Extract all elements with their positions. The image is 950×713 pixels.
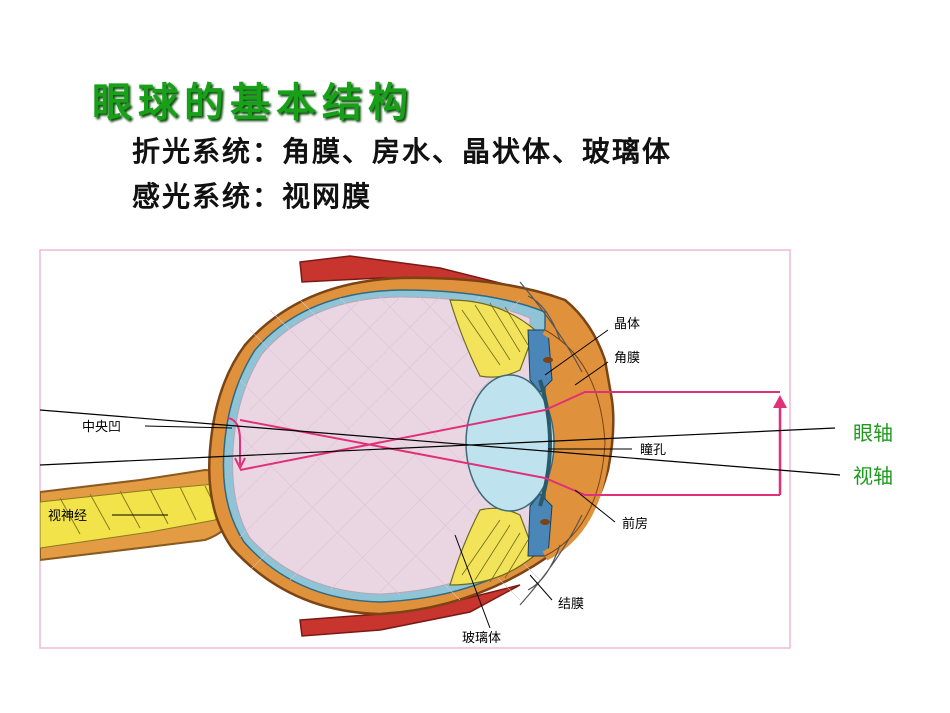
page-title: 眼球的基本结构 xyxy=(92,79,414,126)
refractive-system-text: 折光系统：角膜、房水、晶状体、玻璃体 xyxy=(132,135,673,168)
fovea-label: 中央凹 xyxy=(82,420,121,435)
conjunctiva-label: 结膜 xyxy=(558,597,584,612)
optic-nerve-label: 视神经 xyxy=(48,509,87,524)
eye-axis-line xyxy=(39,427,836,466)
iris-lower xyxy=(527,493,553,557)
lens-label: 晶体 xyxy=(614,317,640,332)
visual-axis-line xyxy=(39,409,841,476)
anterior-chamber-label: 前房 xyxy=(622,516,648,532)
vitreous-label: 玻璃体 xyxy=(462,631,501,646)
pupil-label: 瞳孔 xyxy=(640,443,666,458)
visual-axis-label: 视轴 xyxy=(853,464,893,488)
cornea-label: 角膜 xyxy=(614,351,640,366)
conjunctiva xyxy=(519,281,583,373)
light-ray-top xyxy=(239,391,780,471)
eye-axis-label: 眼轴 xyxy=(853,421,893,445)
photoreceptive-system-text: 感光系统：视网膜 xyxy=(132,180,373,213)
iris-upper xyxy=(527,329,553,393)
